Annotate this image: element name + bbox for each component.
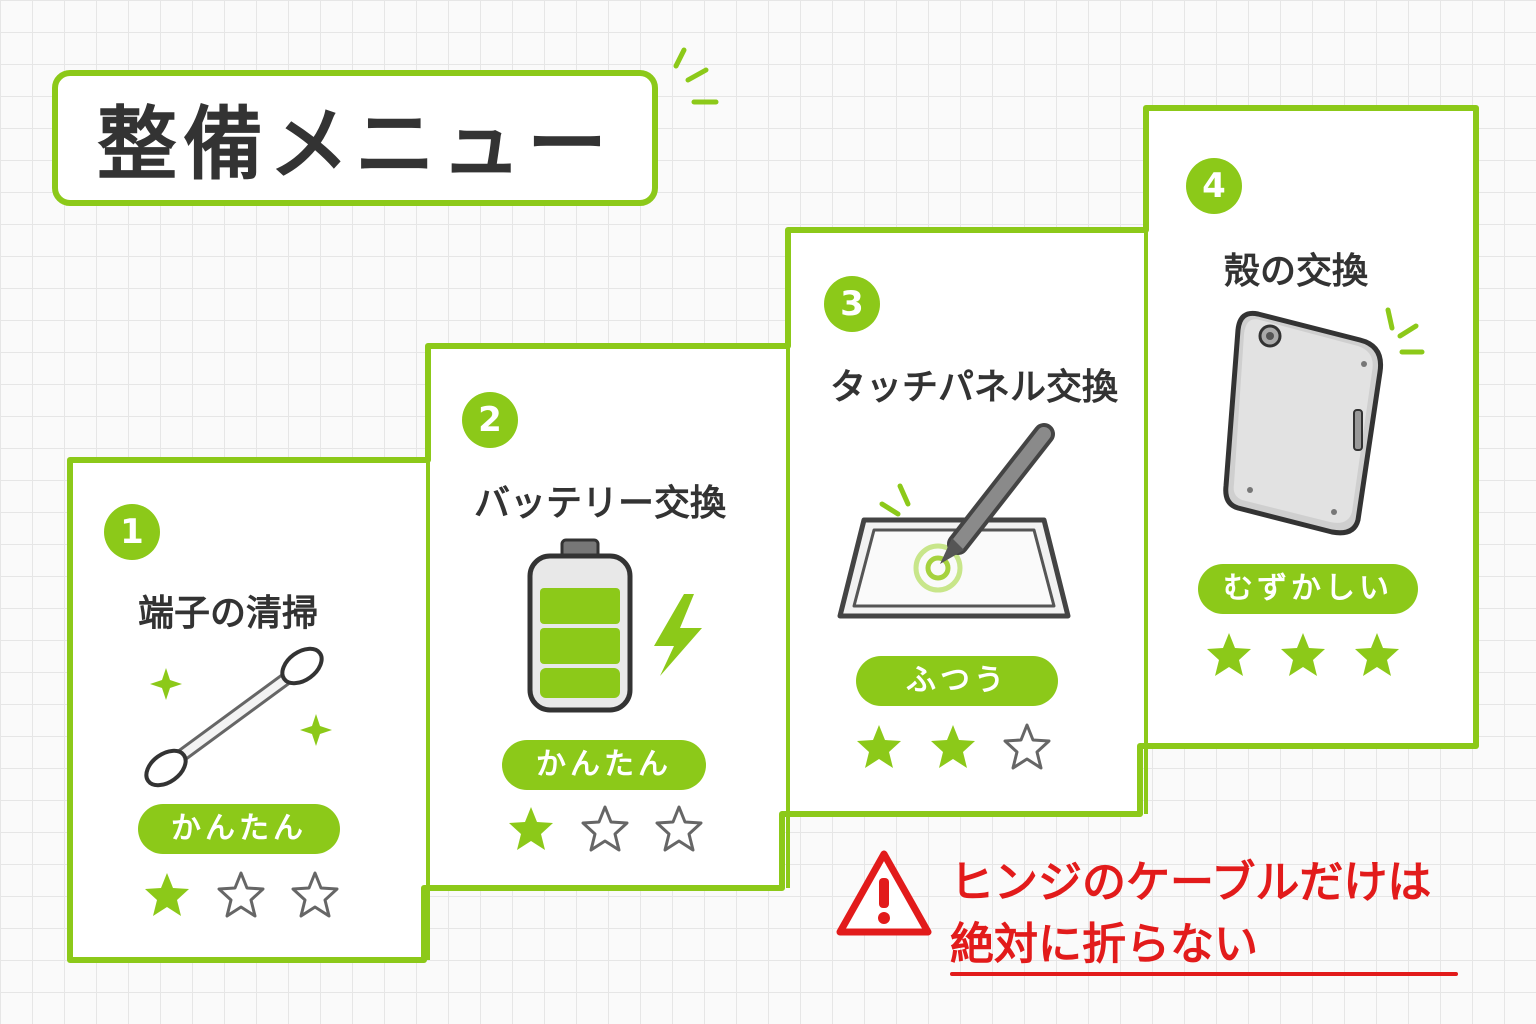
card-title: タッチパネル交換 xyxy=(830,367,1119,408)
filled-star-icon xyxy=(931,725,975,768)
difficulty-badge: ふつう xyxy=(856,656,1058,706)
difficulty-badge: むずかしい xyxy=(1198,564,1418,614)
warning-line-1: ヒンジのケーブルだけは xyxy=(950,857,1432,908)
card-title: 端子の清掃 xyxy=(138,593,319,634)
rating-stars xyxy=(854,722,1052,772)
filled-star-icon xyxy=(509,807,553,850)
rating-stars xyxy=(142,870,340,920)
filled-star-icon xyxy=(1207,633,1251,676)
card-title: バッテリー交換 xyxy=(474,483,727,524)
step-number-badge: 3 xyxy=(824,276,880,332)
title-box: 整備メニュー xyxy=(52,70,658,206)
empty-star-icon xyxy=(581,805,629,852)
filled-star-icon xyxy=(1355,633,1399,676)
filled-star-icon xyxy=(857,725,901,768)
cotton-swab-icon xyxy=(144,646,332,788)
warning-line-2: 絶対に折らない xyxy=(950,919,1258,970)
warning-triangle-icon xyxy=(836,850,932,936)
difficulty-badge: かんたん xyxy=(138,804,340,854)
filled-star-icon xyxy=(145,873,189,916)
page-title: 整備メニュー xyxy=(97,98,613,191)
empty-star-icon xyxy=(1003,723,1051,770)
card-title: 殻の交換 xyxy=(1224,251,1369,292)
sparkle-lines-icon xyxy=(673,47,719,105)
rating-stars xyxy=(506,804,704,854)
warning-message: ヒンジのケーブルだけは 絶対に折らない xyxy=(950,852,1431,976)
warning-underline xyxy=(950,972,1458,976)
empty-star-icon xyxy=(291,871,339,918)
empty-star-icon xyxy=(655,805,703,852)
rating-stars xyxy=(1204,630,1402,680)
empty-star-icon xyxy=(217,871,265,918)
battery-icon xyxy=(527,538,702,713)
step-number-badge: 4 xyxy=(1186,158,1242,214)
filled-star-icon xyxy=(1281,633,1325,676)
step-number-badge: 1 xyxy=(104,504,160,560)
difficulty-badge: かんたん xyxy=(502,740,706,790)
step-number-badge: 2 xyxy=(462,392,518,448)
touch-panel-stylus-icon xyxy=(837,423,1071,619)
device-shell-icon xyxy=(1223,307,1425,536)
